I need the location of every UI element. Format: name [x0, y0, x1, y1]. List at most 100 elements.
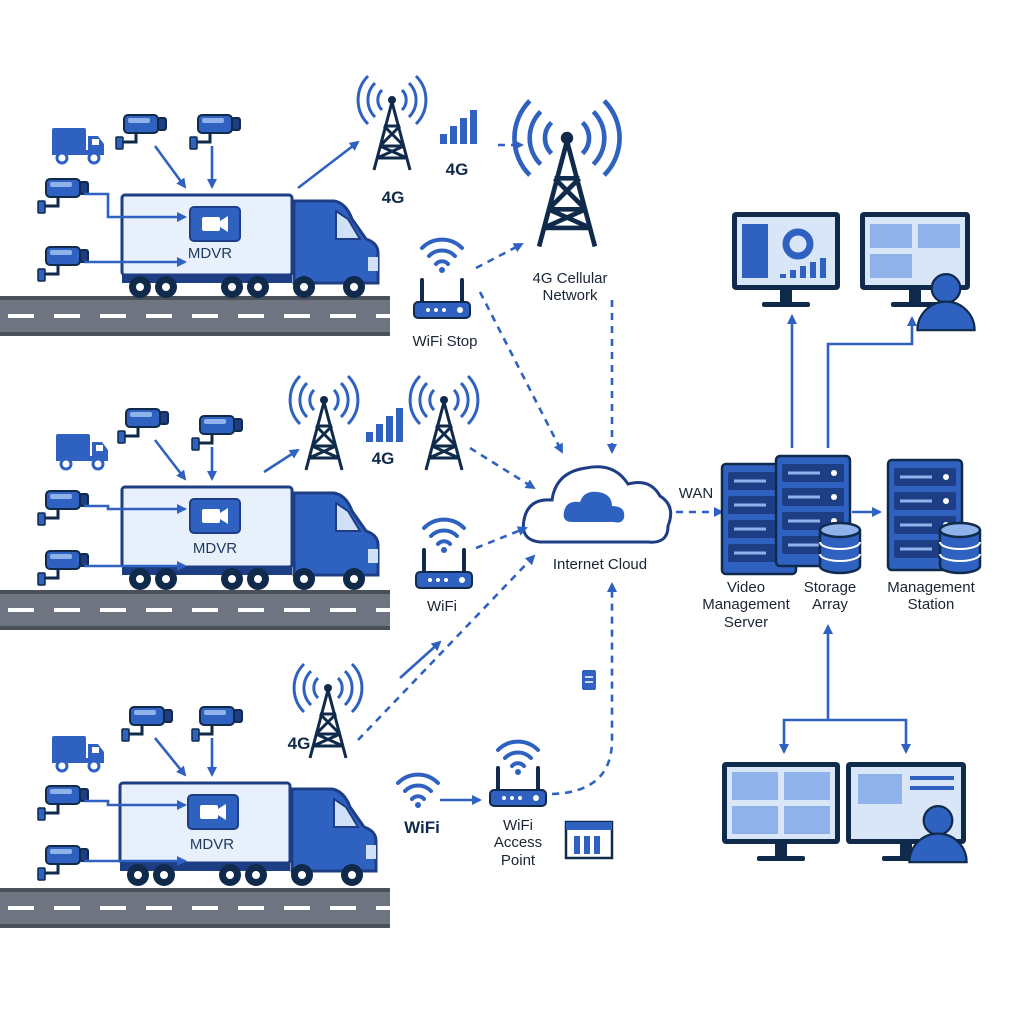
- road-edge: [0, 626, 390, 630]
- signal-bars-icon: [366, 408, 403, 442]
- dashboard-bar: [780, 274, 786, 278]
- monitor-camera-grid: [860, 212, 970, 307]
- camera-to-mdvr-arrow: [153, 737, 187, 777]
- mdvr-camera-icon: [200, 805, 218, 819]
- truck-cab: [292, 491, 380, 577]
- lane-marking: [376, 314, 402, 318]
- road-edge: [0, 590, 390, 594]
- wifi-waves-icon: [396, 772, 440, 810]
- mdvr-camera-lens: [220, 508, 228, 524]
- truck-1: [120, 193, 380, 298]
- wheel-hub: [162, 575, 170, 583]
- camera-to-mdvr-arrow: [84, 504, 187, 514]
- cctv-camera-icon: [36, 177, 90, 215]
- trailer-chassis: [122, 275, 292, 283]
- lane-marking: [330, 906, 356, 910]
- dashboard-bar: [800, 266, 806, 278]
- lane-marking: [284, 314, 310, 318]
- cctv-camera-icon: [36, 549, 90, 587]
- lane-marking: [8, 906, 34, 910]
- cctv-camera-icon: [36, 489, 90, 527]
- report-line: [910, 776, 954, 780]
- monitor-stand: [909, 290, 921, 302]
- wheel-hub: [228, 283, 236, 291]
- lane-marking: [376, 906, 402, 910]
- ap-to-cloud-arrow: [551, 582, 617, 796]
- cell-tower-icon: [514, 101, 619, 247]
- lane-marking: [8, 314, 34, 318]
- wheel-hub: [298, 871, 306, 879]
- mdvr-camera-icon: [202, 509, 220, 523]
- lane-marking: [192, 314, 218, 318]
- server-to-operator-arrow: [826, 316, 917, 448]
- wheel-hub: [228, 575, 236, 583]
- monitor-camera-wall: [722, 762, 840, 861]
- wifi-label-row2: WiFi: [427, 598, 457, 615]
- cctv-camera-icon: [120, 705, 174, 743]
- lane-marking: [330, 608, 356, 612]
- cctv-camera-icon: [36, 245, 90, 283]
- small-truck-icon: [54, 432, 110, 471]
- small-truck-icon: [50, 734, 106, 773]
- lane-marking: [146, 906, 172, 910]
- monitor-stand: [780, 290, 792, 302]
- road-2: [0, 590, 402, 630]
- truck-cab: [292, 199, 380, 285]
- lane-marking: [284, 608, 310, 612]
- wheel-hub: [300, 283, 308, 291]
- road-3: [0, 888, 402, 928]
- monitor-dashboard: [732, 212, 840, 307]
- lane-marking: [330, 314, 356, 318]
- tower-to-cloud-arrow: [357, 554, 536, 741]
- wifi-router-icon: [412, 278, 472, 320]
- camera-to-mdvr-arrow: [84, 799, 187, 810]
- lane-marking: [238, 314, 264, 318]
- wheel-hub: [136, 575, 144, 583]
- cctv-camera-icon: [190, 414, 244, 452]
- internet-cloud-label: Internet Cloud: [552, 556, 648, 573]
- wifi-router-icon: [414, 548, 474, 590]
- wifi-waves-icon: [422, 517, 466, 555]
- monitor-stand: [900, 844, 912, 856]
- cab-window: [335, 501, 362, 532]
- camera-to-mdvr-arrow: [153, 439, 187, 481]
- storage-array-label: Storage Array: [803, 579, 857, 614]
- road-edge: [0, 296, 390, 300]
- camera-tile: [732, 772, 778, 800]
- truck-3: [118, 781, 378, 886]
- uplink-arrow: [399, 640, 442, 679]
- management-station-label: Management Station: [887, 579, 975, 614]
- lane-marking: [100, 906, 126, 910]
- lane-marking: [192, 608, 218, 612]
- small-truck-icon: [50, 126, 106, 165]
- lane-marking: [376, 608, 402, 612]
- wheel-hub: [300, 575, 308, 583]
- road-edge: [0, 888, 390, 892]
- document-icon: [582, 670, 596, 690]
- dashboard-bar: [810, 262, 816, 278]
- truck-2: [120, 485, 380, 590]
- cab-grille: [366, 845, 376, 859]
- wheel-hub: [348, 871, 356, 879]
- lane-marking: [54, 608, 80, 612]
- mdvr-label-2: MDVR: [192, 540, 238, 557]
- monitor-base: [891, 302, 939, 307]
- cab-grille: [368, 257, 378, 271]
- lane-marking: [146, 314, 172, 318]
- lane-marking: [192, 906, 218, 910]
- mdvr-camera-icon: [202, 217, 220, 231]
- report-line: [910, 786, 954, 790]
- lane-marking: [100, 608, 126, 612]
- mdvr-camera-lens: [218, 804, 226, 820]
- cctv-camera-icon: [36, 844, 90, 882]
- cab-window: [333, 797, 360, 828]
- wheel-hub: [160, 871, 168, 879]
- monitor-stand: [775, 844, 787, 856]
- signal-bars-icon: [440, 110, 477, 144]
- mdvr-camera-lens: [220, 216, 228, 232]
- cctv-camera-icon: [190, 705, 244, 743]
- lane-marking: [284, 906, 310, 910]
- dashboard-sidebar: [742, 224, 768, 278]
- wheel-hub: [226, 871, 234, 879]
